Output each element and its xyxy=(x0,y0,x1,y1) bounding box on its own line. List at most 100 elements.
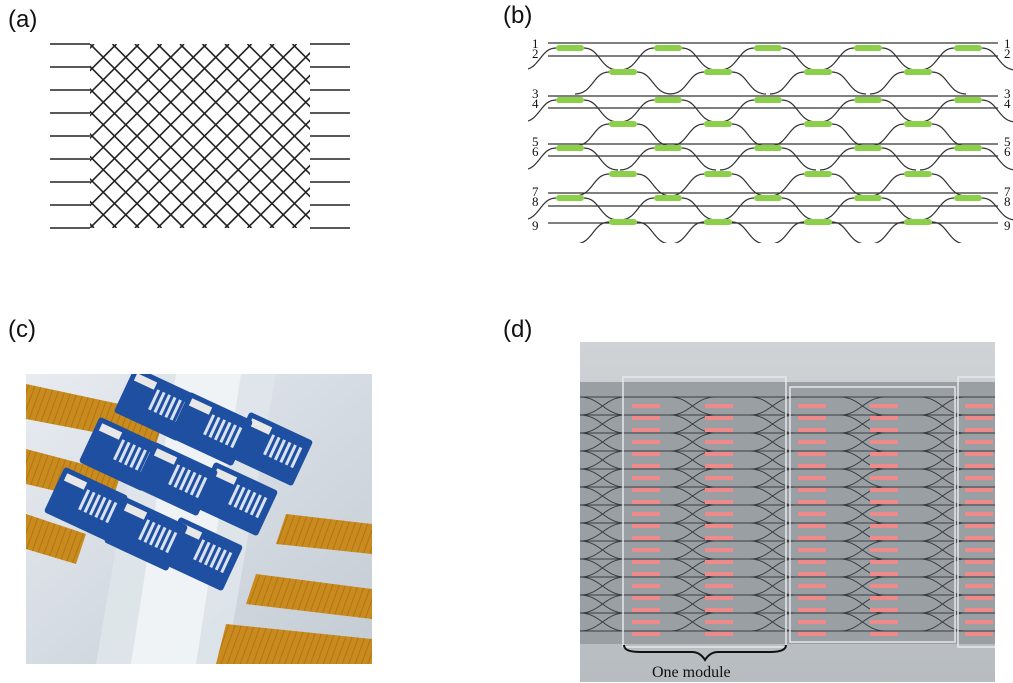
module-outline xyxy=(622,376,787,648)
thermo-heater xyxy=(870,584,898,588)
waveguide-bend xyxy=(931,71,967,95)
module-outline xyxy=(957,376,995,648)
thermo-heater xyxy=(632,536,660,540)
mzi-coupler xyxy=(804,219,832,225)
crossing-line xyxy=(224,44,310,131)
board-pad xyxy=(148,389,161,411)
thermo-heater xyxy=(965,464,993,468)
waveguide-cross xyxy=(669,432,716,452)
thermo-heater xyxy=(798,464,826,468)
thermo-heater xyxy=(965,452,993,456)
waveguide-bend xyxy=(919,99,955,123)
board-pad xyxy=(219,421,232,444)
thermo-heater xyxy=(870,476,898,480)
waveguide-cross xyxy=(669,558,716,578)
mzi-coupler xyxy=(609,69,637,75)
waveguide-bend xyxy=(719,47,755,71)
mzi-coupler xyxy=(609,121,637,127)
board-pad xyxy=(158,394,171,416)
waveguide-cross xyxy=(669,486,716,506)
waveguide-cross xyxy=(580,522,626,542)
board-pad xyxy=(220,551,233,574)
thermo-heater xyxy=(798,428,826,432)
waveguide-bend xyxy=(528,47,557,70)
waveguide-bend xyxy=(583,197,619,221)
crossing-line xyxy=(269,186,310,228)
waveguide-bend xyxy=(681,47,717,71)
thermo-heater xyxy=(870,608,898,612)
thermo-heater xyxy=(798,440,826,444)
board-pad xyxy=(118,441,131,463)
board-pad xyxy=(129,446,142,469)
waveguide-bend xyxy=(583,147,619,171)
thermo-heater xyxy=(965,488,993,492)
waveguide-cross xyxy=(839,540,886,560)
board-pad xyxy=(228,484,241,506)
waveguide-cross xyxy=(919,468,966,488)
thermo-heater xyxy=(705,548,733,552)
waveguide-bend xyxy=(919,197,955,221)
board-pad xyxy=(164,396,177,419)
thermo-heater xyxy=(965,524,993,528)
thermo-heater xyxy=(798,584,826,588)
thermo-heater xyxy=(870,428,898,432)
thermo-heater xyxy=(705,440,733,444)
board-pad xyxy=(203,414,216,436)
thermo-heater xyxy=(705,488,733,492)
right-port-label: 2 xyxy=(1004,46,1011,61)
thermo-heater xyxy=(965,596,993,600)
crossing-line xyxy=(90,44,275,228)
mzi-coupler xyxy=(904,171,932,177)
waveguide-cross xyxy=(919,486,966,506)
thermo-heater xyxy=(632,488,660,492)
board-pad xyxy=(230,426,243,449)
interposer-board xyxy=(169,392,253,466)
waveguide-bend xyxy=(719,147,755,171)
thermo-heater xyxy=(632,608,660,612)
waveguide-bend xyxy=(669,71,705,95)
interposer-board xyxy=(194,462,278,536)
thermo-heater xyxy=(965,500,993,504)
thermo-heater xyxy=(705,476,733,480)
thermo-heater xyxy=(965,560,993,564)
waveguide-cross xyxy=(839,414,886,434)
module-brace xyxy=(623,644,787,662)
board-connector xyxy=(153,448,178,465)
left-port-label: 3 xyxy=(532,86,539,101)
thermo-heater xyxy=(632,596,660,600)
waveguide-cross xyxy=(919,594,966,614)
board-pad xyxy=(268,436,281,458)
mzi-coupler xyxy=(754,45,782,51)
waveguide-bend xyxy=(719,197,755,221)
mzi-coupler xyxy=(804,171,832,177)
mzi-coupler xyxy=(654,45,682,51)
mzi-coupler xyxy=(704,69,732,75)
board-pad xyxy=(99,499,112,521)
thermo-heater xyxy=(705,608,733,612)
waveguide-cross xyxy=(580,612,626,632)
waveguide-bend xyxy=(681,197,717,221)
waveguide-bend xyxy=(577,221,610,243)
panel-c-label: (c) xyxy=(8,316,36,343)
waveguide-cross xyxy=(839,468,886,488)
thermo-heater xyxy=(798,404,826,408)
board-pad xyxy=(279,441,292,464)
mzi-coupler xyxy=(954,195,982,201)
crossing-line xyxy=(90,44,253,207)
waveguide-bend xyxy=(819,47,855,71)
waveguide-bend xyxy=(719,99,755,123)
right-port-label: 6 xyxy=(1004,144,1011,159)
waveguide-cross xyxy=(580,468,626,488)
waveguide-cross xyxy=(580,576,626,596)
board-pad xyxy=(173,466,186,488)
thermo-heater xyxy=(965,428,993,432)
crossing-line xyxy=(90,44,185,140)
thermo-heater xyxy=(965,476,993,480)
thermo-heater xyxy=(798,536,826,540)
mzi-coupler xyxy=(609,171,637,177)
mzi-coupler xyxy=(704,121,732,127)
board-connector xyxy=(248,418,273,435)
waveguide-bend xyxy=(769,123,805,147)
thermo-heater xyxy=(798,596,826,600)
waveguide-bend xyxy=(528,99,557,122)
